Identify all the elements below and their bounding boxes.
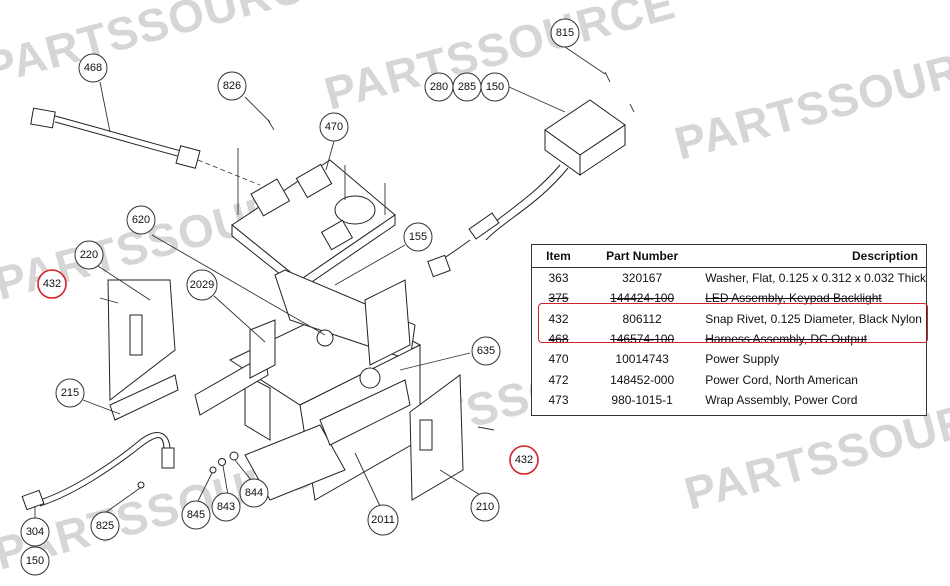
cell-part-number: 980-1015-1 xyxy=(611,392,673,407)
leader-lines xyxy=(34,46,606,520)
callout-470: 470 xyxy=(319,112,349,142)
watermark: PARTSSOURCE xyxy=(669,26,950,169)
callout-826: 826 xyxy=(217,71,247,101)
svg-text:150: 150 xyxy=(26,555,44,567)
svg-text:470: 470 xyxy=(325,121,343,133)
callout-304: 304 xyxy=(20,517,50,547)
power-entry-module xyxy=(427,99,626,278)
cell-item: 432 xyxy=(548,311,569,326)
watermark: PARTSSOURCE xyxy=(0,0,341,95)
callout-468: 468 xyxy=(78,53,108,83)
callout-843: 843 xyxy=(211,492,241,522)
table-row: 473 980-1015-1 Wrap Assembly, Power Cord xyxy=(532,390,926,410)
table-row: 472 148452-000 Power Cord, North America… xyxy=(532,369,926,389)
callout-2029: 2029 xyxy=(186,269,218,301)
callout-150: 150 xyxy=(20,546,50,576)
svg-text:155: 155 xyxy=(409,231,427,243)
cell-item: 472 xyxy=(548,372,569,387)
svg-text:2011: 2011 xyxy=(371,514,395,526)
callout-210: 210 xyxy=(470,492,500,522)
cell-item: 375 xyxy=(548,291,569,306)
svg-text:844: 844 xyxy=(245,487,263,499)
table-row-highlighted: 432 806112 Snap Rivet, 0.125 Diameter, B… xyxy=(532,309,926,329)
cell-description: Power Cord, North American xyxy=(705,372,858,387)
cell-item: 473 xyxy=(548,392,569,407)
callout-844: 844 xyxy=(239,478,269,508)
svg-text:285: 285 xyxy=(458,81,476,93)
table-row: 470 10014743 Power Supply xyxy=(532,349,926,369)
row-highlight-box xyxy=(538,303,928,343)
header-item: Item xyxy=(532,245,586,268)
cell-part-number: 320167 xyxy=(622,271,663,286)
callout-635: 635 xyxy=(471,336,501,366)
callout-285: 285 xyxy=(452,72,482,102)
cell-description: Power Supply xyxy=(705,352,780,367)
table-header-row: Item Part Number Description xyxy=(532,245,926,268)
power-supply xyxy=(231,148,396,292)
cell-description: LED Assembly, Keypad Backlight xyxy=(705,291,882,306)
cell-part-number: 10014743 xyxy=(615,352,669,367)
callout-215: 215 xyxy=(55,378,85,408)
svg-text:150: 150 xyxy=(486,81,504,93)
svg-text:620: 620 xyxy=(132,214,150,226)
cell-description: Wrap Assembly, Power Cord xyxy=(705,392,858,407)
svg-text:220: 220 xyxy=(80,249,98,261)
cable-215 xyxy=(21,374,179,511)
watermark: PARTSSOURCE xyxy=(319,0,680,120)
callout-150: 150 xyxy=(480,72,510,102)
callout-845: 845 xyxy=(181,500,211,530)
table-row: 375 144424-100 LED Assembly, Keypad Back… xyxy=(532,288,926,308)
svg-text:432: 432 xyxy=(43,278,61,290)
callout-432-highlighted: 432 xyxy=(509,445,539,475)
svg-text:2029: 2029 xyxy=(190,279,214,291)
callout-825: 825 xyxy=(90,511,120,541)
callout-432-highlighted: 432 xyxy=(37,269,67,299)
cell-description: Washer, Flat, 0.125 x 0.312 x 0.032 Thic… xyxy=(705,271,926,286)
cell-part-number: 806112 xyxy=(622,311,662,326)
cell-description: Snap Rivet, 0.125 Diameter, Black Nylon xyxy=(705,311,922,326)
cell-item: 363 xyxy=(548,271,569,286)
table-row: 363 320167 Washer, Flat, 0.125 x 0.312 x… xyxy=(532,268,927,289)
svg-text:825: 825 xyxy=(96,520,114,532)
pcb-220 xyxy=(107,279,176,402)
svg-text:215: 215 xyxy=(61,387,79,399)
callout-815: 815 xyxy=(550,18,580,48)
callout-2011: 2011 xyxy=(367,504,399,536)
dc-output-harness xyxy=(30,107,261,186)
svg-text:210: 210 xyxy=(476,501,494,513)
cell-part-number: 144424-100 xyxy=(610,291,675,306)
callout-280: 280 xyxy=(424,72,454,102)
callout-220: 220 xyxy=(74,240,104,270)
bottom-plate xyxy=(244,379,411,501)
callout-155: 155 xyxy=(403,222,433,252)
header-description: Description xyxy=(699,245,926,268)
svg-text:468: 468 xyxy=(84,62,102,74)
svg-text:845: 845 xyxy=(187,509,205,521)
callout-620: 620 xyxy=(126,205,156,235)
svg-text:635: 635 xyxy=(477,345,495,357)
svg-text:304: 304 xyxy=(26,526,44,538)
svg-text:843: 843 xyxy=(217,501,235,513)
svg-text:280: 280 xyxy=(430,81,448,93)
cell-part-number: 148452-000 xyxy=(610,372,675,387)
svg-text:815: 815 xyxy=(556,27,574,39)
cell-item: 470 xyxy=(548,352,569,367)
svg-text:432: 432 xyxy=(515,454,533,466)
pcb-210 xyxy=(409,374,464,501)
screws xyxy=(99,71,635,489)
svg-text:826: 826 xyxy=(223,80,241,92)
header-part-number: Part Number xyxy=(585,245,700,268)
